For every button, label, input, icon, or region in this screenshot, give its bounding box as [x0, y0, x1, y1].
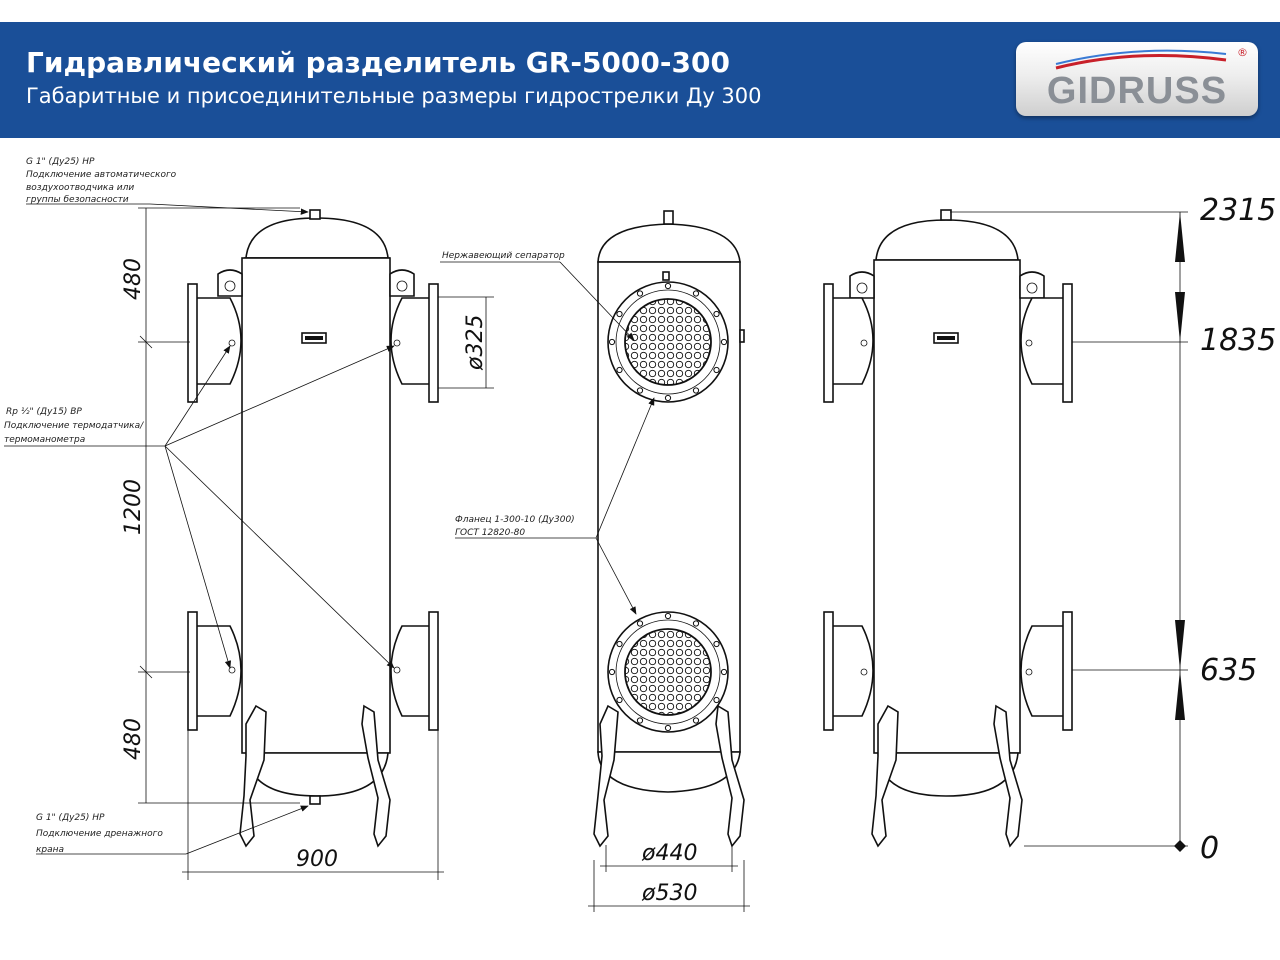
svg-text:воздухоотводчика или: воздухоотводчика или — [26, 183, 134, 193]
svg-text:Подключение термодатчика/: Подключение термодатчика/ — [4, 421, 144, 431]
bolt-hole — [608, 338, 616, 346]
elevation-1835: 1835 — [1200, 323, 1276, 358]
bolt-hole — [616, 640, 623, 648]
dim-left-mid: 1200 — [121, 479, 146, 535]
side-view: ø440 ø530 — [440, 210, 750, 912]
bolt-hole — [713, 310, 720, 318]
page-title: Гидравлический разделитель GR-5000-300 — [26, 46, 730, 79]
bolt-hole — [713, 696, 720, 704]
flange-bolts — [608, 282, 728, 732]
note-sensor: Rp ½" (Ду15) ВР Подключение термодатчика… — [4, 407, 144, 445]
elevation-0: 0 — [1200, 831, 1219, 866]
header-banner: Гидравлический разделитель GR-5000-300 Г… — [0, 22, 1280, 138]
dim-nozzle-diameter: ø325 — [463, 315, 488, 371]
dim-flange-inner: ø440 — [641, 841, 697, 866]
bolt-hole — [713, 640, 720, 648]
bolt-hole — [692, 387, 700, 394]
dim-flange-outer: ø530 — [641, 881, 697, 906]
bolt-hole — [720, 338, 728, 346]
rear-view: 2315 1835 635 0 — [823, 193, 1276, 866]
bolt-hole — [616, 366, 623, 374]
bolt-hole — [608, 668, 616, 676]
bolt-hole — [616, 310, 623, 318]
note-separator: Нержавеющий сепаратор — [442, 251, 565, 261]
logo-text: GIDRUSS — [1046, 70, 1228, 112]
note-flange-1: Фланец 1-300-10 (Ду300) — [455, 515, 575, 525]
svg-text:термоманометра: термоманометра — [4, 435, 85, 445]
bolt-hole — [692, 717, 700, 724]
bolt-hole — [692, 290, 700, 297]
bolt-hole — [664, 394, 672, 402]
gidruss-logo: GIDRUSS ® — [1016, 42, 1258, 116]
dim-left-top: 480 — [121, 258, 146, 300]
elevation-2315: 2315 — [1200, 193, 1276, 228]
bolt-hole — [664, 724, 672, 732]
svg-text:крана: крана — [36, 845, 64, 855]
svg-text:группы безопасности: группы безопасности — [26, 195, 129, 205]
note-drain: G 1" (Ду25) НР Подключение дренажного кр… — [36, 813, 163, 855]
bolt-hole — [636, 620, 644, 627]
bolt-hole — [713, 366, 720, 374]
elevation-635: 635 — [1200, 653, 1257, 688]
bolt-hole — [636, 290, 644, 297]
bolt-hole — [692, 620, 700, 627]
dim-left-bottom: 480 — [121, 718, 146, 760]
bolt-hole — [636, 387, 644, 394]
bolt-hole — [664, 282, 672, 290]
bolt-hole — [636, 717, 644, 724]
logo-registered-mark: ® — [1237, 46, 1248, 59]
dim-width-900: 900 — [296, 847, 338, 872]
bolt-hole — [720, 668, 728, 676]
svg-text:Rp ½" (Ду15) ВР: Rp ½" (Ду15) ВР — [6, 407, 82, 417]
front-view: 480 1200 480 ø325 900 — [4, 203, 494, 880]
page-subtitle: Габаритные и присоединительные размеры г… — [26, 84, 762, 108]
svg-text:Подключение дренажного: Подключение дренажного — [36, 829, 163, 839]
svg-text:Подключение автоматического: Подключение автоматического — [26, 170, 177, 180]
bolt-hole — [664, 612, 672, 620]
bolt-hole — [616, 696, 623, 704]
svg-text:G 1" (Ду25) НР: G 1" (Ду25) НР — [36, 813, 105, 823]
note-air-vent: G 1" (Ду25) НР Подключение автоматическо… — [26, 157, 177, 205]
logo-swoosh-icon — [1055, 49, 1227, 70]
svg-text:G 1" (Ду25) НР: G 1" (Ду25) НР — [26, 157, 95, 167]
note-flange-2: ГОСТ 12820-80 — [455, 528, 525, 538]
